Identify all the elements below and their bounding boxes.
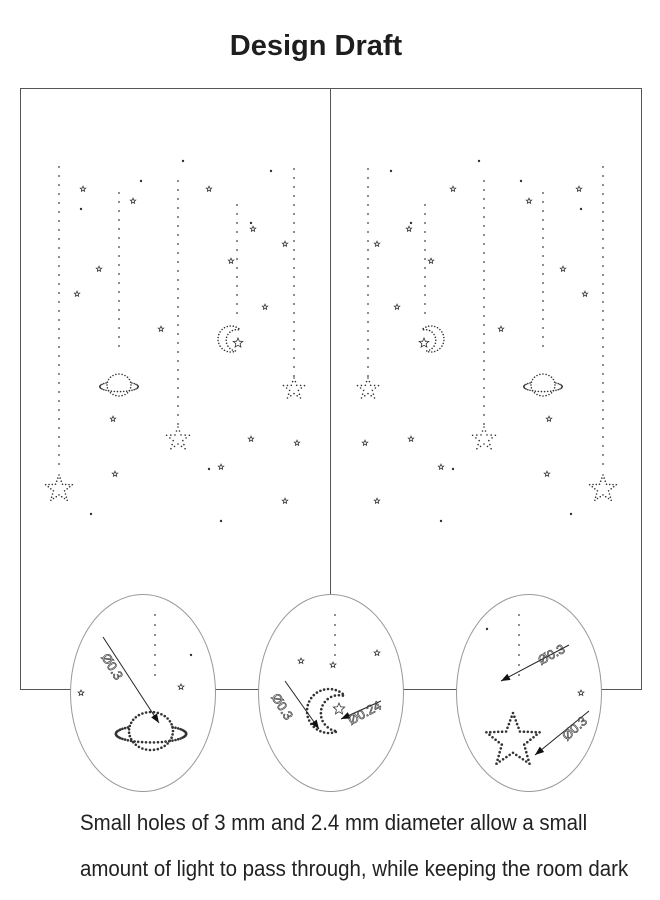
- design-panels: [20, 88, 642, 690]
- zoom-circle-planet: Ø0.3: [70, 594, 216, 792]
- zoom-circle-moon: Ø0.3 Ø0.24: [258, 594, 404, 792]
- svg-text:Ø0.24: Ø0.24: [345, 698, 383, 728]
- planet-detail: Ø0.3: [77, 614, 193, 752]
- svg-text:Ø0.3: Ø0.3: [559, 713, 590, 743]
- caption-line-2: amount of light to pass through, while k…: [80, 856, 629, 881]
- star-detail: Ø0.3Ø0.3: [485, 614, 590, 777]
- moon-detail: Ø0.3 Ø0.24: [268, 614, 384, 735]
- dimension-label-star-1: Ø0.3: [500, 641, 570, 682]
- dimension-label-planet: Ø0.3: [98, 636, 160, 724]
- left-panel-pattern: [44, 159, 306, 523]
- right-panel-pattern: [356, 159, 618, 523]
- left-panel: [20, 88, 332, 690]
- dimension-label-moon-2: Ø0.24: [340, 697, 384, 728]
- caption-line-1: Small holes of 3 mm and 2.4 mm diameter …: [80, 810, 588, 835]
- dimension-label-star-2: Ø0.3: [534, 710, 590, 756]
- dimension-label-moon-1: Ø0.3: [268, 680, 320, 730]
- page-title: Design Draft: [229, 30, 403, 62]
- svg-text:Ø0.3: Ø0.3: [535, 641, 567, 667]
- svg-text:Ø0.3: Ø0.3: [98, 651, 126, 683]
- svg-text:Ø0.3: Ø0.3: [268, 691, 296, 723]
- right-panel: [330, 88, 642, 690]
